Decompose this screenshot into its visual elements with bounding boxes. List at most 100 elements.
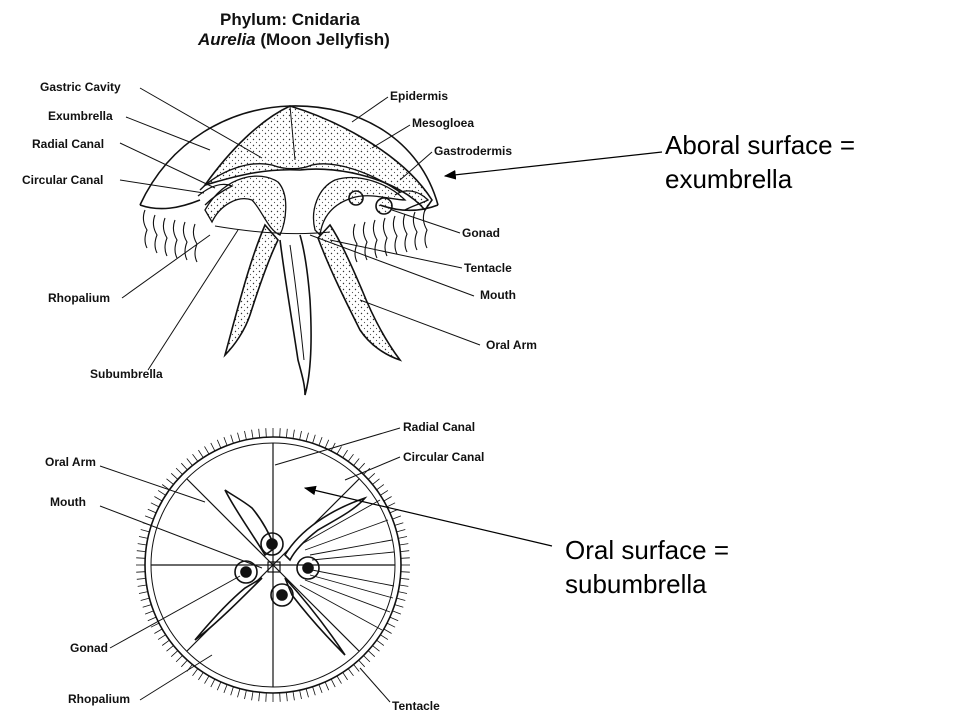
tentacle-strand <box>399 584 409 587</box>
tentacle-strand <box>347 453 354 462</box>
tentacle-strand <box>305 432 309 442</box>
tentacle-strand <box>367 473 376 480</box>
label-tentacle: Tentacle <box>464 261 512 275</box>
tentacle-strand <box>181 462 188 471</box>
tentacle-strand <box>394 522 404 526</box>
tentacle-strand <box>376 484 385 491</box>
tentacle-strand <box>358 462 365 471</box>
tentacle-strand <box>138 591 148 594</box>
tentacle-strand <box>265 692 267 702</box>
tentacle-strand <box>400 578 410 580</box>
tentacle-strand <box>342 449 348 458</box>
tentacle-strand <box>399 543 409 546</box>
label-mouth: Mouth <box>480 288 516 302</box>
tentacle-strand <box>279 428 281 438</box>
tentacle-strand <box>318 436 323 446</box>
tentacle-strand <box>204 446 210 455</box>
oral-arm-center <box>279 234 312 396</box>
tentacle-strand <box>244 430 247 440</box>
tentacle-strand <box>251 691 254 701</box>
tentacle-strand <box>324 681 330 691</box>
tentacle-strand <box>324 439 330 449</box>
gastric-cavity-shape <box>199 163 401 193</box>
tentacle-strand <box>383 628 392 634</box>
tentacle-strand <box>286 692 288 702</box>
tentacle-strand <box>398 591 408 594</box>
tentacle-strand <box>383 496 392 502</box>
bottom-labels: Radial Canal Circular Canal Oral Arm Mou… <box>45 420 484 713</box>
label-mouth-bottom: Mouth <box>50 495 86 509</box>
tentacle-strand <box>157 634 166 640</box>
tentacle-strand <box>137 543 147 546</box>
tentacle-strand <box>138 536 148 539</box>
aboral-surface-annotation: Aboral surface = exumbrella <box>665 128 855 196</box>
radial-canals <box>151 443 395 687</box>
tentacle-strand <box>353 664 360 672</box>
tentacle-strand <box>358 659 365 668</box>
tentacle-strand <box>336 446 342 455</box>
tentacle-strand <box>186 458 193 466</box>
tentacle-strand <box>312 686 316 696</box>
tentacle-strand <box>299 430 302 440</box>
tentacle-strand <box>330 442 336 452</box>
tentacle-strand <box>136 550 146 552</box>
tentacle-strand <box>330 678 336 688</box>
tentacle-strand <box>175 467 183 475</box>
tentacle-strand <box>400 571 410 573</box>
tentacle-strand <box>170 650 179 657</box>
label-radial-canal: Radial Canal <box>32 137 104 151</box>
label-mesogloea: Mesogloea <box>412 116 474 130</box>
tentacle-strand <box>166 645 174 652</box>
tentacle-strand <box>181 659 188 668</box>
tentacle-strand <box>154 628 163 634</box>
tentacle-strand <box>223 436 228 446</box>
tentacle-strand <box>161 639 170 646</box>
tentacle-strand <box>237 688 241 698</box>
tentacle-strand <box>166 478 174 485</box>
tentacle-strand <box>292 691 295 701</box>
tentacle-strand <box>372 645 380 652</box>
tentacle-strand <box>386 502 396 508</box>
mouth-shape <box>267 561 281 573</box>
aboral-line-2: exumbrella <box>665 164 793 194</box>
tentacle-strand <box>157 490 166 496</box>
tentacle-strand <box>394 604 404 608</box>
label-rhopalium-bottom: Rhopalium <box>68 692 130 706</box>
label-rhopalium: Rhopalium <box>48 291 110 305</box>
tentacle-strand <box>318 684 323 694</box>
label-gastric-cavity: Gastric Cavity <box>40 80 121 94</box>
label-gastrodermis: Gastrodermis <box>434 144 512 158</box>
leader-lines-top-left <box>119 87 263 371</box>
oral-surface-annotation: Oral surface = subumbrella <box>565 533 729 601</box>
oral-line-1: Oral surface = <box>565 535 730 565</box>
branched-canals <box>299 499 395 631</box>
tentacle-strand <box>258 692 260 702</box>
tentacle-strand <box>140 529 150 533</box>
tentacle-strand <box>237 432 241 442</box>
tentacle-strand <box>210 442 216 452</box>
tentacle-strand <box>175 655 183 663</box>
tentacle-strand <box>292 429 295 439</box>
label-oral-arm-bottom: Oral Arm <box>45 455 96 469</box>
tentacle-strand <box>396 597 406 601</box>
tentacle-strand <box>312 434 316 444</box>
tentacle-strand <box>144 515 154 520</box>
tentacle-strand <box>216 681 222 691</box>
label-gonad: Gonad <box>462 226 500 240</box>
tentacle-strand <box>400 550 410 552</box>
aboral-pointer-arrow <box>443 151 663 180</box>
label-circular-canal: Circular Canal <box>22 173 103 187</box>
tentacle-strand <box>216 439 222 449</box>
leader-lines-top-right <box>309 96 481 346</box>
tentacle-strand <box>380 634 389 640</box>
oral-view-medusa <box>99 427 410 703</box>
tentacle-strand <box>147 616 157 622</box>
tentacle-strand <box>372 478 380 485</box>
tentacle-strand <box>392 515 402 520</box>
tentacle-strand <box>251 429 254 439</box>
tentacle-strand <box>136 578 146 580</box>
tentacle-strand <box>230 686 234 696</box>
gonad-right-shape <box>375 197 393 215</box>
label-radial-canal-bottom: Radial Canal <box>403 420 475 434</box>
